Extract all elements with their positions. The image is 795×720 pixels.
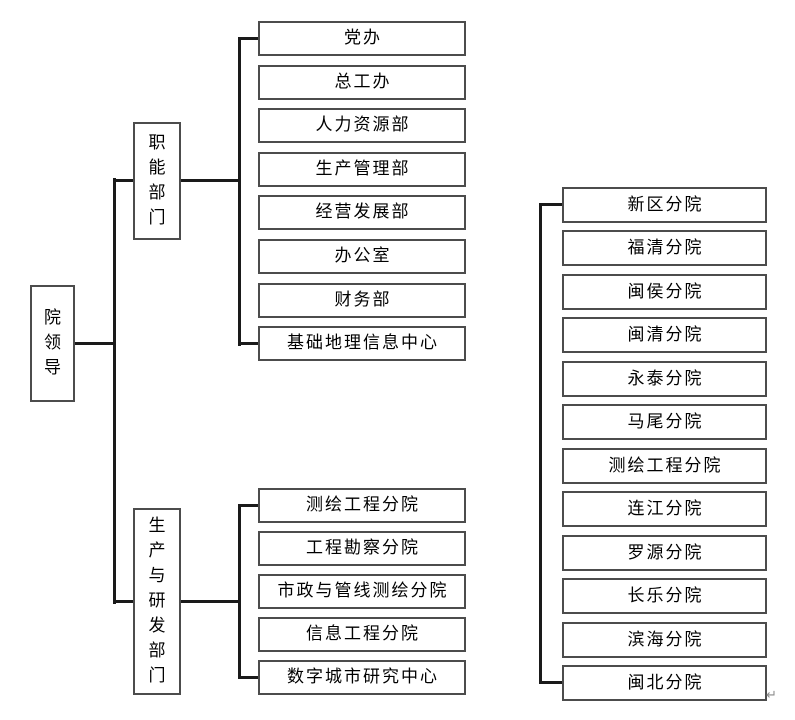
institute-leadership-label: 院领导 [44,308,61,378]
general-office-label: 办公室 [334,246,392,266]
party-office-box: 党办 [258,21,466,56]
paragraph-return-mark: ↵ [766,688,777,703]
lianjiang-branch-label: 连江分院 [627,498,704,519]
production-branch-in-line [113,600,135,603]
production-branch-out-line [181,600,241,603]
digital-city-center-label: 数字城市研究中心 [287,667,439,687]
minqing-branch-label: 闽清分院 [627,324,704,345]
changle-branch-label: 长乐分院 [627,585,704,606]
xinqu-branch-label: 新区分院 [627,194,704,215]
functional-branch-out-line [181,179,241,182]
finance-dept-box: 财务部 [258,283,466,318]
minbei-branch-label: 闽北分院 [627,672,704,693]
engineering-survey-branch-box: 工程勘察分院 [258,531,466,566]
trunk-vertical-line [113,178,116,604]
hr-dept-label: 人力资源部 [315,115,411,135]
luoyuan-branch-box: 罗源分院 [562,535,767,571]
municipal-pipeline-branch-label: 市政与管线测绘分院 [277,581,449,601]
production-mgmt-dept-label: 生产管理部 [315,159,411,179]
info-engineering-branch-label: 信息工程分院 [306,624,420,644]
functional-bracket-top-stub [238,37,260,40]
surveying-engineering-branch-label: 测绘工程分院 [306,495,420,515]
finance-dept-label: 财务部 [334,290,392,310]
mawei-branch-label: 马尾分院 [627,411,704,432]
functional-depts-box: 职能部门 [133,122,181,240]
right-column-top-stub [539,203,563,206]
right-column-bracket-line [539,203,542,684]
production-rd-label: 生产与研发部门 [148,516,166,686]
lianjiang-branch-box: 连江分院 [562,491,767,527]
digital-city-center-box: 数字城市研究中心 [258,660,466,695]
production-bracket-bottom-stub [238,676,260,679]
functional-bracket-bottom-stub [238,342,260,345]
yongtai-branch-label: 永泰分院 [627,368,704,389]
production-mgmt-dept-box: 生产管理部 [258,152,466,187]
info-engineering-branch-box: 信息工程分院 [258,617,466,652]
fuqing-branch-label: 福清分院 [627,237,704,258]
root-connector-line [75,342,115,345]
mawei-branch-box: 马尾分院 [562,404,767,440]
yongtai-branch-box: 永泰分院 [562,361,767,397]
institute-leadership-box: 院领导 [30,285,75,402]
surveying-engineering-branch2-box: 测绘工程分院 [562,448,767,484]
functional-branch-in-line [113,179,135,182]
xinqu-branch-box: 新区分院 [562,187,767,223]
minqing-branch-box: 闽清分院 [562,317,767,353]
business-dev-dept-box: 经营发展部 [258,195,466,230]
production-rd-box: 生产与研发部门 [133,508,181,695]
hr-dept-box: 人力资源部 [258,108,466,143]
chief-engineer-office-label: 总工办 [334,72,392,92]
luoyuan-branch-label: 罗源分院 [627,542,704,563]
basic-geoinfo-center-box: 基础地理信息中心 [258,326,466,361]
basic-geoinfo-center-label: 基础地理信息中心 [287,333,439,353]
business-dev-dept-label: 经营发展部 [315,202,411,222]
right-column-bottom-stub [539,681,563,684]
engineering-survey-branch-label: 工程勘察分院 [306,538,420,558]
production-bracket-line [238,504,241,679]
minbei-branch-box: 闽北分院 [562,665,767,701]
surveying-engineering-branch2-label: 测绘工程分院 [608,455,723,476]
functional-depts-label: 职能部门 [148,133,166,228]
binhai-branch-box: 滨海分院 [562,622,767,658]
production-bracket-top-stub [238,504,260,507]
fuqing-branch-box: 福清分院 [562,230,767,266]
chief-engineer-office-box: 总工办 [258,65,466,100]
changle-branch-box: 长乐分院 [562,578,767,614]
minhou-branch-label: 闽侯分院 [627,281,704,302]
minhou-branch-box: 闽侯分院 [562,274,767,310]
functional-bracket-line [238,37,241,346]
party-office-label: 党办 [344,28,382,48]
municipal-pipeline-branch-box: 市政与管线测绘分院 [258,574,466,609]
surveying-engineering-branch-box: 测绘工程分院 [258,488,466,523]
general-office-box: 办公室 [258,239,466,274]
binhai-branch-label: 滨海分院 [627,629,704,650]
